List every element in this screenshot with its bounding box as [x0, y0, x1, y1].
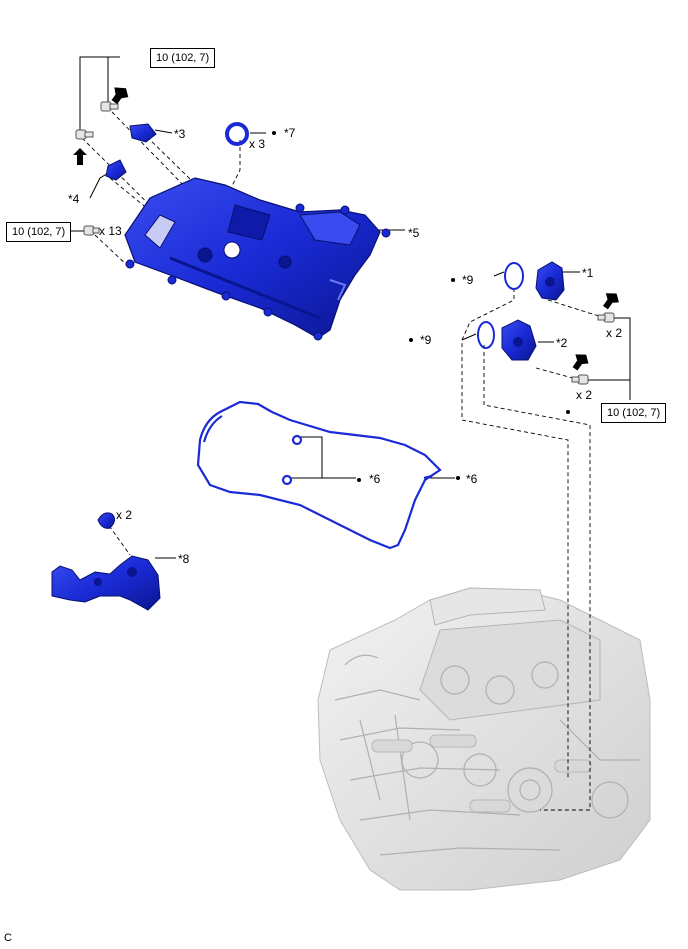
gasket-7-ring — [225, 122, 249, 146]
cylinder-head-cover — [124, 177, 391, 341]
part-4-bracket — [105, 159, 127, 181]
cap-8-icon — [97, 512, 116, 529]
bolt-right-1-icon — [597, 312, 615, 323]
leader-lines — [68, 56, 631, 559]
callout-8: *8 — [178, 552, 190, 566]
callout-6-left: *6 — [369, 472, 381, 486]
illustration-code: C — [4, 932, 12, 944]
qty-head-bolts: x 13 — [99, 224, 122, 238]
part-2-valve — [501, 319, 537, 361]
head-cover-gasket — [196, 400, 442, 550]
arrow-up-icon — [73, 148, 87, 165]
arrow-down-icon — [602, 293, 619, 310]
callout-4: *4 — [68, 192, 80, 206]
callout-9-bottom: *9 — [420, 333, 432, 347]
torque-spec-right: 10 (102, 7) — [601, 403, 667, 423]
o-rings-9 — [477, 262, 524, 349]
callout-3: *3 — [174, 127, 186, 141]
qty-gasket-7: x 3 — [249, 137, 266, 151]
engine-block — [317, 587, 651, 891]
direction-arrows — [73, 87, 619, 371]
bolts — [75, 101, 615, 385]
callout-6-right: *6 — [466, 472, 478, 486]
callout-1: *1 — [582, 266, 594, 280]
bolt-left-icon — [83, 225, 100, 236]
callout-2: *2 — [556, 336, 568, 350]
part-3-bracket — [129, 123, 157, 143]
arrow-down-icon — [572, 354, 589, 371]
qty-bolt-2: x 2 — [576, 388, 593, 402]
bolt-right-2-icon — [571, 374, 589, 385]
part-8-bracket — [51, 555, 161, 611]
callout-7: *7 — [284, 126, 296, 140]
part-1-valve — [535, 261, 565, 301]
torque-spec-left: 10 (102, 7) — [6, 222, 72, 242]
arrow-down-icon — [111, 87, 129, 105]
bolt-top-icon — [100, 101, 119, 112]
bolt-mid-icon — [75, 129, 94, 140]
callout-dots — [272, 131, 570, 482]
torque-spec-top: 10 (102, 7) — [150, 48, 216, 68]
callout-9-top: *9 — [462, 273, 474, 287]
qty-cap-8: x 2 — [116, 508, 133, 522]
callout-5: *5 — [408, 226, 420, 240]
qty-bolt-1: x 2 — [606, 326, 623, 340]
